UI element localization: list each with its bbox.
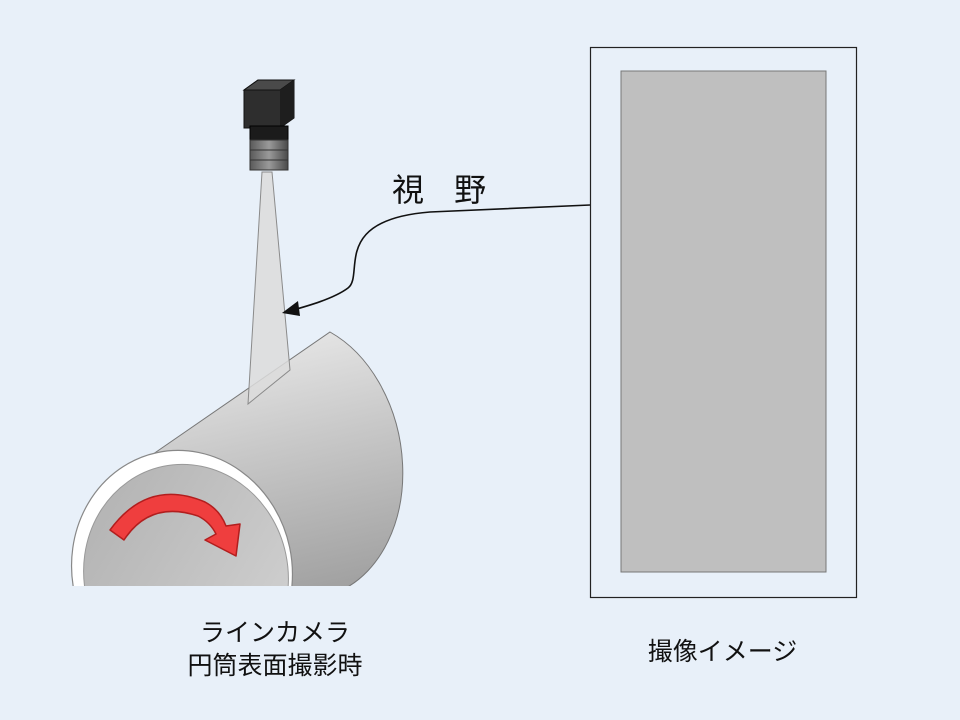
image-caption: 撮像イメージ [647, 637, 798, 666]
camera-caption: ラインカメラ 円筒表面撮影時 [150, 616, 400, 682]
captured-image [620, 70, 827, 573]
fov-arrowhead [282, 301, 300, 316]
camera-caption-line1: ラインカメラ [199, 618, 350, 647]
field-of-view-label: 視 野 [392, 171, 497, 209]
field-of-view-beam [247, 171, 291, 406]
camera-caption-line2: 円筒表面撮影時 [187, 651, 363, 680]
line-camera-icon [242, 79, 296, 171]
image-frame [589, 46, 858, 599]
rotation-arrow-icon [109, 493, 241, 557]
cylinder [70, 331, 404, 586]
fov-leader-line [285, 204, 591, 313]
